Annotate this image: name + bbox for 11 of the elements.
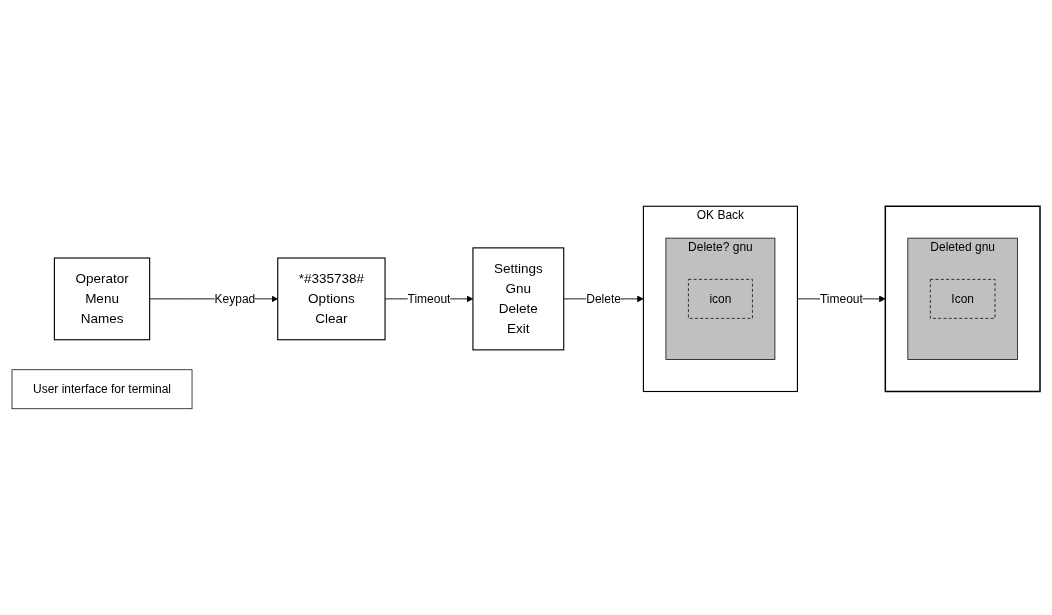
node-box: Operator Menu Names xyxy=(53,257,151,341)
node-box: User interface for terminal xyxy=(11,369,193,410)
node-box: Icon xyxy=(929,279,996,319)
edge-label: Timeout xyxy=(407,292,451,305)
edge-label: Keypad xyxy=(214,292,256,305)
cluster xyxy=(884,205,1041,393)
node-box: icon xyxy=(688,279,753,319)
edge-label: Delete xyxy=(586,292,621,305)
node-box: *#335738# Options Clear xyxy=(277,257,386,341)
edge-label: Timeout xyxy=(819,292,863,305)
node-box: Settings Gnu Delete Exit xyxy=(472,247,565,351)
